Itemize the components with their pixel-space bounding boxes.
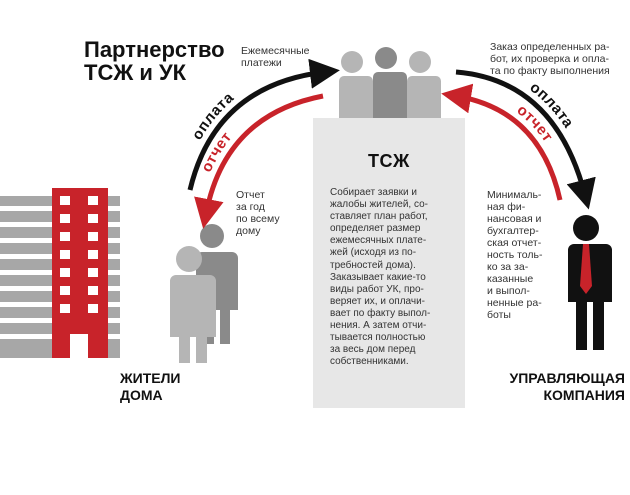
tszh-desc-line: виды работ УК, про- [330, 283, 424, 295]
company-line-2: КОМПАНИЯ [543, 387, 625, 403]
tszh-label: ТСЖ [368, 151, 410, 171]
minimal-report-line: ная фи- [487, 201, 526, 213]
minimal-report-line: нансовая и [487, 213, 542, 225]
apartment-building-icon [0, 188, 120, 358]
annual-report-note: Отчет за год по всему дому [236, 189, 306, 237]
annual-report-line: за год [236, 201, 265, 213]
right-payment-arrow [455, 69, 596, 210]
minimal-report-line: ность толь- [487, 249, 543, 261]
title-line-2: ТСЖ и УК [84, 60, 187, 85]
minimal-report-line: бухгалтер- [487, 225, 539, 237]
monthly-line-2: платежи [241, 57, 282, 69]
tszh-desc-line: определяет размер [330, 223, 421, 235]
annual-report-line: дому [236, 225, 261, 237]
tszh-desc-line: жей (исходя из по- [330, 247, 417, 259]
order-description-note: Заказ определенных ра- бот, их проверка … [490, 41, 625, 77]
manager-person-icon [566, 215, 612, 350]
tszh-desc-line: требностей дома). [330, 259, 416, 271]
residents-label: ЖИТЕЛИ ДОМА [120, 370, 181, 404]
tszh-desc-line: вает по факту выпол- [330, 307, 431, 319]
annual-report-line: Отчет [236, 189, 265, 201]
tszh-desc-line: за весь дом перед [330, 344, 416, 356]
tszh-desc-line: нения. А затем отчи- [330, 320, 427, 332]
company-line-1: УПРАВЛЯЮЩАЯ [509, 370, 625, 386]
left-report-arrow [194, 93, 324, 229]
minimal-report-line: боты [487, 309, 511, 321]
tszh-desc-line: жалобы жителей, со- [330, 199, 428, 211]
order-line-1: Заказ определенных ра- [490, 41, 610, 53]
left-payment-arrow [187, 58, 340, 191]
residents-line-1: ЖИТЕЛИ [120, 370, 181, 386]
minimal-report-line: казанные [487, 273, 534, 285]
page-title: Партнерство ТСЖ и УК [84, 38, 254, 84]
monthly-payments-note: Ежемесячные платежи [241, 45, 326, 69]
tszh-desc-line: собственниками. [330, 356, 409, 368]
right-report-arrow [441, 83, 563, 201]
tszh-desc-line: веряет их, и оплачи- [330, 295, 425, 307]
order-line-3: та по факту выполнения [490, 65, 610, 77]
minimal-report-line: ко за за- [487, 261, 529, 273]
tszh-description: Собирает заявки и жалобы жителей, со- ст… [330, 187, 456, 368]
order-line-2: бот, их проверка и опла- [490, 53, 609, 65]
annual-report-line: по всему [236, 213, 280, 225]
tszh-desc-line: ежемесячных плате- [330, 235, 427, 247]
tszh-desc-line: Заказывает какие-то [330, 271, 426, 283]
title-line-1: Партнерство [84, 37, 225, 62]
minimal-report-line: ская отчет- [487, 237, 542, 249]
tszh-desc-line: Собирает заявки и [330, 187, 418, 198]
management-company-label: УПРАВЛЯЮЩАЯ КОМПАНИЯ [495, 370, 625, 404]
minimal-report-line: Минималь- [487, 189, 542, 201]
tszh-desc-line: ставляет план работ, [330, 211, 428, 223]
monthly-line-1: Ежемесячные [241, 45, 310, 57]
minimal-report-line: и выпол- [487, 285, 530, 297]
minimal-report-line: ненные ра- [487, 297, 542, 309]
residents-line-2: ДОМА [120, 387, 163, 403]
residents-people-icon [168, 224, 238, 363]
minimal-report-note: Минималь- ная фи- нансовая и бухгалтер- … [487, 189, 567, 321]
tszh-desc-line: тывается полностью [330, 332, 426, 344]
tszh-panel [313, 118, 465, 408]
